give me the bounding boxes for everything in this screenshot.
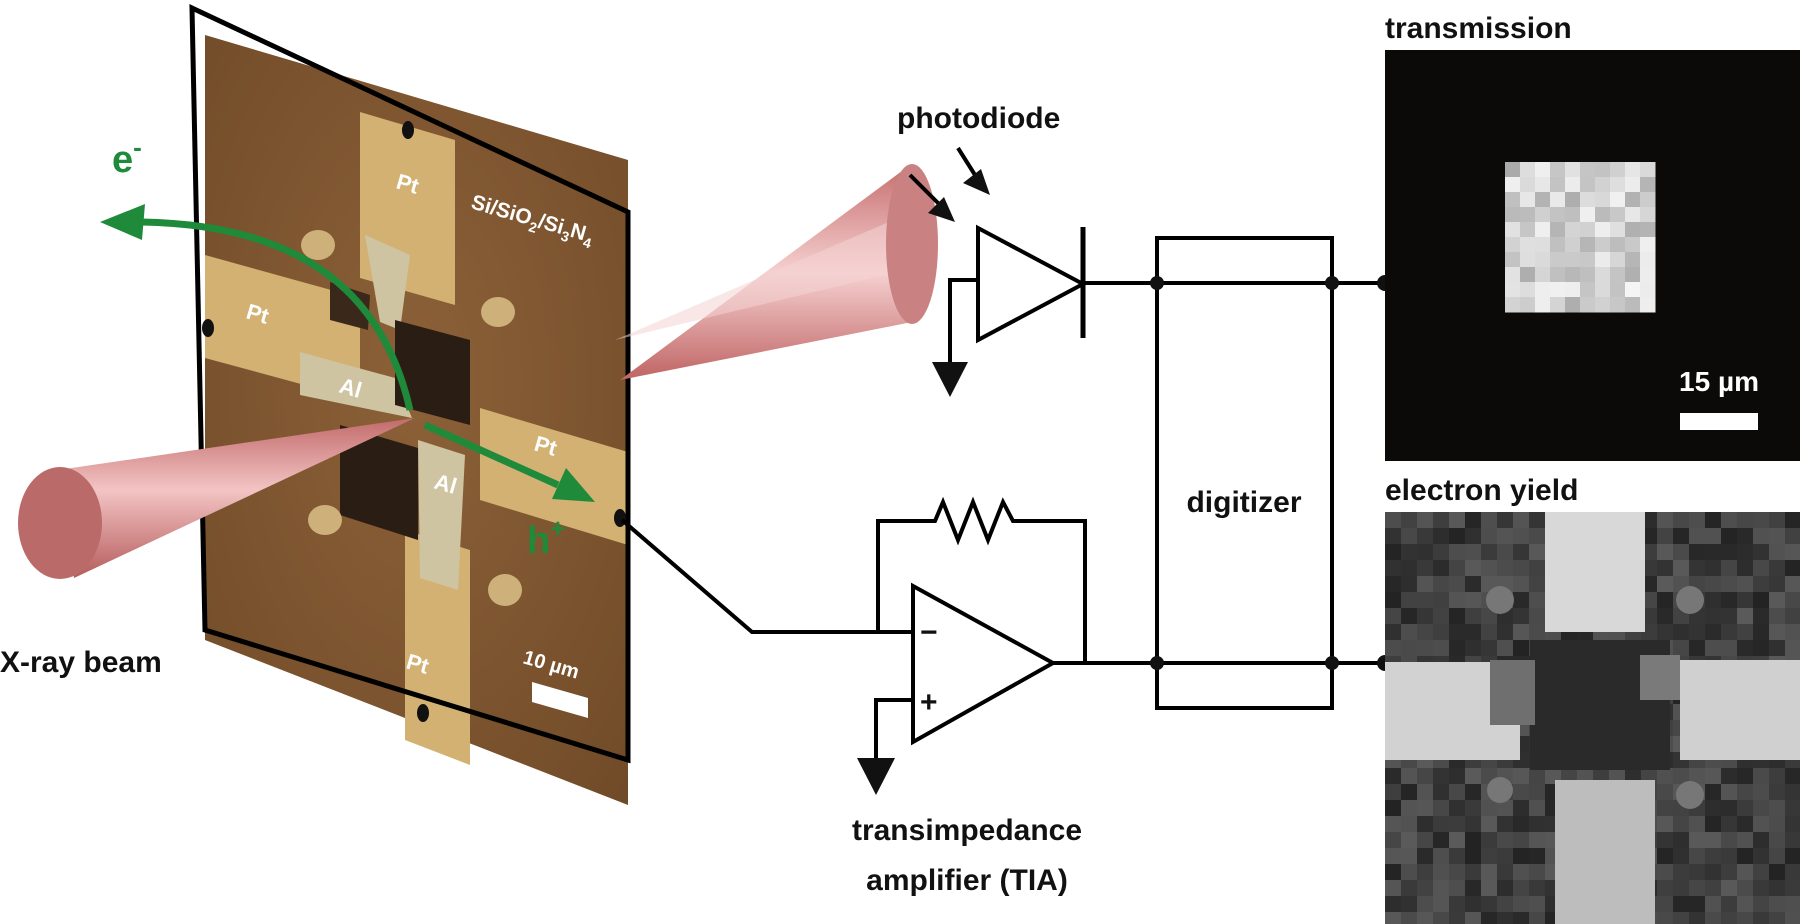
tia-plus-sign: + (920, 686, 938, 719)
electron-arrow (100, 204, 414, 411)
digitizer-box (1083, 236, 1393, 710)
xray-beam-label: X-ray beam (0, 646, 162, 679)
xray-beam-incident (18, 418, 415, 579)
xray-beam-transmitted (615, 164, 938, 380)
tia-label-line2: amplifier (TIA) (866, 864, 1068, 897)
pt-contact-right (480, 408, 628, 545)
photodiode-label: photodiode (897, 102, 1060, 135)
transmission-title: transmission (1385, 12, 1572, 45)
electron-label: e- (112, 132, 142, 181)
hole-arrow (423, 421, 595, 502)
al-contact-left (300, 352, 412, 418)
transmission-image (1385, 50, 1800, 461)
chip-scalebar (532, 682, 588, 718)
al-contact-upper (365, 235, 410, 330)
ey-cross-vertical-bottom (1555, 780, 1655, 924)
digitizer-label: digitizer (1186, 486, 1301, 519)
tia-symbol (620, 496, 1160, 795)
al-contact-center (418, 440, 465, 590)
chip-frame (189, 4, 631, 764)
membrane-window (395, 320, 470, 425)
transmission-scalebar-label: 15 µm (1679, 366, 1759, 397)
photodiode-symbol (908, 146, 1088, 397)
ey-cross-vertical-top (1545, 512, 1645, 632)
tia-label-line1: transimpedance (852, 814, 1082, 847)
tia-minus-sign: − (920, 616, 938, 649)
electron-yield-title: electron yield (1385, 474, 1578, 507)
sample-chip: Si/SiO2/Si3N4 Pt Pt Pt Pt Al Al 10 µm (189, 4, 631, 805)
transmission-scalebar (1680, 413, 1758, 430)
ey-cross-horizontal-right (1680, 660, 1800, 760)
transmission-bright-square (1505, 162, 1656, 313)
electron-yield-image (1385, 512, 1800, 924)
hole-label: h+ (527, 513, 565, 562)
pad-circle (301, 230, 335, 260)
